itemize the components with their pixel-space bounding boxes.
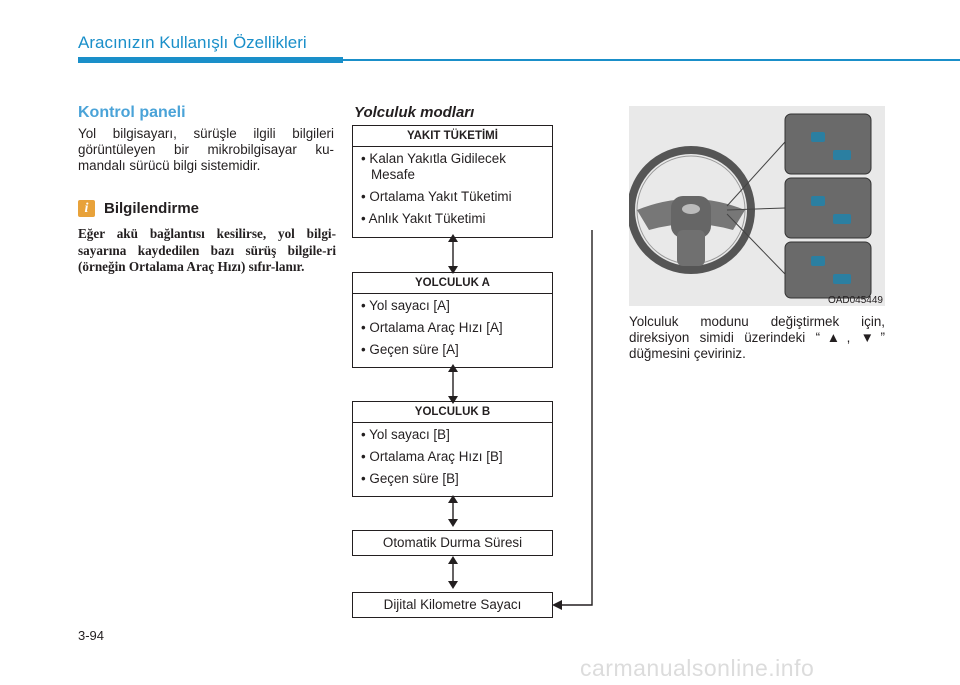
info-text: Eğer akü bağlantısı kesilirse, yol bilgi… — [78, 226, 336, 274]
odometer-box: Dijital Kilometre Sayacı — [352, 592, 553, 618]
list-item: Geçen süre [B] — [361, 471, 544, 487]
auto-stop-box: Otomatik Durma Süresi — [352, 530, 553, 556]
header-accent-bar — [78, 57, 343, 63]
list-item: Kalan Yakıtla Gidilecek Mesafe — [361, 151, 544, 183]
figure-caption: Yolculuk modunu değiştirmek için, direks… — [629, 314, 885, 361]
figure-code: OAD045449 — [827, 295, 883, 306]
list-item: Yol sayacı [B] — [361, 427, 544, 443]
list-item: Anlık Yakıt Tüketimi — [361, 211, 544, 227]
info-title: Bilgilendirme — [104, 200, 200, 217]
fuel-consumption-title: YAKIT TÜKETİMİ — [353, 126, 552, 147]
trip-a-title: YOLCULUK A — [353, 273, 552, 294]
info-icon: i — [78, 200, 95, 217]
steering-wheel-illustration — [627, 113, 872, 299]
trip-modes-heading: Yolculuk modları — [354, 104, 475, 121]
list-item: Ortalama Araç Hızı [A] — [361, 320, 544, 336]
list-item: Yol sayacı [A] — [361, 298, 544, 314]
section-heading: Kontrol paneli — [78, 104, 186, 121]
intro-paragraph: Yol bilgisayarı, sürüşle ilgili bilgiler… — [78, 126, 334, 173]
list-item: Geçen süre [A] — [361, 342, 544, 358]
steering-wheel-image: OAD045449 — [627, 106, 885, 306]
header-rule — [78, 59, 960, 61]
section-header-title: Aracınızın Kullanışlı Özellikleri — [78, 33, 307, 52]
trip-a-box: YOLCULUK A Yol sayacı [A] Ortalama Araç … — [352, 272, 553, 368]
mode-flow-arrows — [448, 230, 593, 610]
watermark: carmanualsonline.info — [580, 655, 815, 681]
trip-b-box: YOLCULUK B Yol sayacı [B] Ortalama Araç … — [352, 401, 553, 497]
list-item: Ortalama Yakıt Tüketimi — [361, 189, 544, 205]
page-number: 3-94 — [78, 628, 105, 643]
fuel-consumption-box: YAKIT TÜKETİMİ Kalan Yakıtla Gidilecek M… — [352, 125, 553, 238]
control-button-closeups — [784, 113, 872, 299]
trip-b-title: YOLCULUK B — [353, 402, 552, 423]
list-item: Ortalama Araç Hızı [B] — [361, 449, 544, 465]
